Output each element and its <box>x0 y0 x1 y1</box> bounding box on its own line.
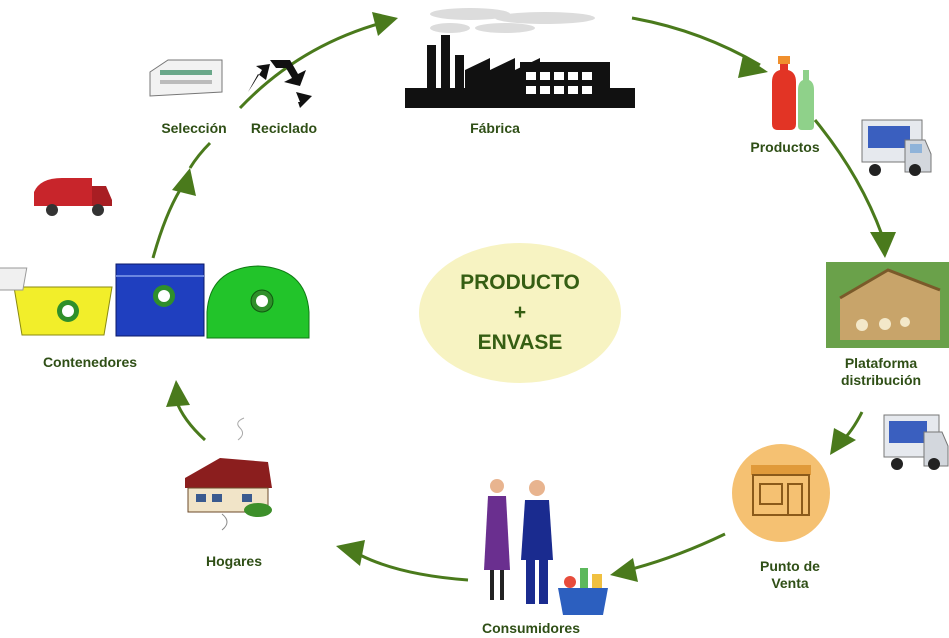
label-punto-venta: Punto de Venta <box>760 558 820 591</box>
arrow-head <box>372 12 398 36</box>
center-line-3: ENVASE <box>477 331 563 354</box>
arrow-contenedores-to-seleccion <box>151 189 182 259</box>
arrow-productos-to-plataforma <box>813 119 884 236</box>
arrow-head <box>166 380 190 407</box>
shopping-basket-icon <box>558 568 608 615</box>
label-reciclado: Reciclado <box>250 120 318 136</box>
center-line-1: PRODUCTO <box>460 271 580 294</box>
arrow-head <box>738 55 768 78</box>
arrow-reciclado-to-fabrica <box>238 20 386 110</box>
label-fabrica: Fábrica <box>470 120 520 136</box>
label-contenedores: Contenedores <box>42 354 138 370</box>
label-hogares: Hogares <box>205 553 263 569</box>
label-productos: Productos <box>750 139 820 155</box>
label-seleccion: Selección <box>161 120 227 136</box>
center-ellipse <box>419 243 621 383</box>
sorting-machine-icon <box>149 59 223 97</box>
shop-icon <box>732 444 830 542</box>
arrow-consumidores-to-hogares <box>359 553 469 582</box>
recycle-icon <box>248 60 312 108</box>
label-consumidores: Consumidores <box>481 620 580 636</box>
bottles-icon <box>772 56 814 130</box>
arrow-head <box>610 558 638 582</box>
factory-icon <box>405 8 635 108</box>
delivery-truck-icon <box>883 414 949 470</box>
house-icon <box>185 417 272 531</box>
arrow-punto-to-consumidores <box>627 532 726 572</box>
yellow-container-icon <box>0 267 113 336</box>
warehouse-icon <box>826 262 949 348</box>
arrow-head <box>336 540 365 566</box>
delivery-truck-icon <box>861 119 932 176</box>
arrow-fabrica-to-productos <box>631 16 761 67</box>
arrow-stub <box>188 141 212 169</box>
consumers-icon <box>484 479 553 604</box>
green-container-icon <box>206 265 310 339</box>
arrow-head <box>830 428 856 455</box>
arrow-head <box>172 168 196 196</box>
center-label: PRODUCTO + ENVASE <box>419 243 621 383</box>
cycle-arrows <box>151 12 896 582</box>
garbage-truck-icon <box>34 178 112 216</box>
label-plataforma: Plataforma distribución <box>840 355 922 388</box>
arrow-head <box>870 232 896 258</box>
blue-container-icon <box>115 263 205 337</box>
center-line-2: + <box>513 301 527 324</box>
arrow-hogares-to-contenedores <box>174 399 207 442</box>
